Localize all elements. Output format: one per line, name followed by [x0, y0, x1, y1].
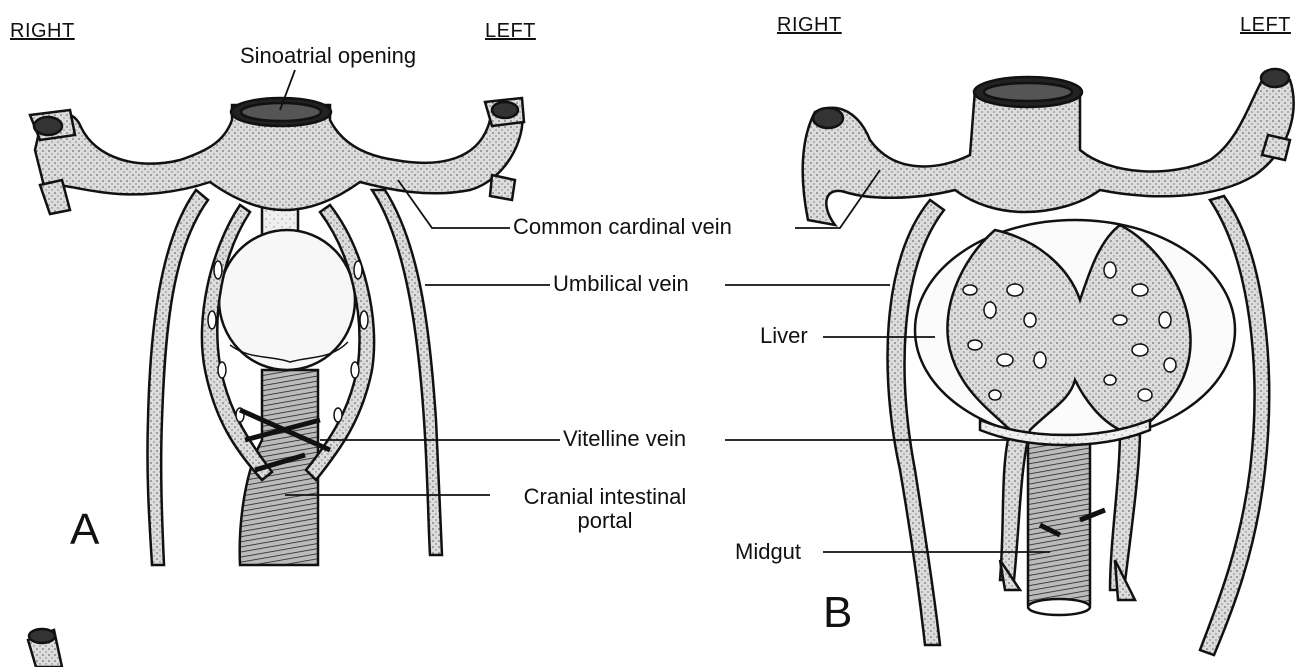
panel-b-left-label: LEFT: [1240, 14, 1291, 37]
cranial-intestinal-line2: portal: [577, 508, 632, 533]
umbilical-vein-label: Umbilical vein: [553, 272, 689, 296]
common-cardinal-vein-label: Common cardinal vein: [513, 215, 732, 239]
midgut-label: Midgut: [735, 540, 801, 564]
umbilical-vein-left-b: [1200, 196, 1269, 655]
umbilical-vein-left-a: [372, 190, 442, 555]
panel-b-drawing: [803, 69, 1294, 655]
panel-a-right-label: RIGHT: [10, 20, 75, 43]
midgut-b: [1028, 435, 1090, 613]
umbilical-vein-right-a: [147, 190, 208, 565]
cranial-intestinal-portal-label: Cranial intestinal portal: [490, 485, 720, 533]
sinoatrial-opening-label: Sinoatrial opening: [240, 44, 416, 68]
panel-a-left-label: LEFT: [485, 20, 536, 43]
cranial-intestinal-line1: Cranial intestinal: [524, 484, 687, 509]
umbilical-vein-right-b: [888, 200, 944, 645]
panel-b-letter: B: [823, 588, 852, 638]
vitelline-vein-label: Vitelline vein: [563, 427, 686, 451]
liver-label: Liver: [760, 324, 808, 348]
panel-a-letter: A: [70, 505, 99, 555]
yolk-sac-a: [219, 230, 355, 370]
vessel-stub-bottom-left: [28, 629, 62, 667]
panel-b-right-label: RIGHT: [777, 14, 842, 37]
